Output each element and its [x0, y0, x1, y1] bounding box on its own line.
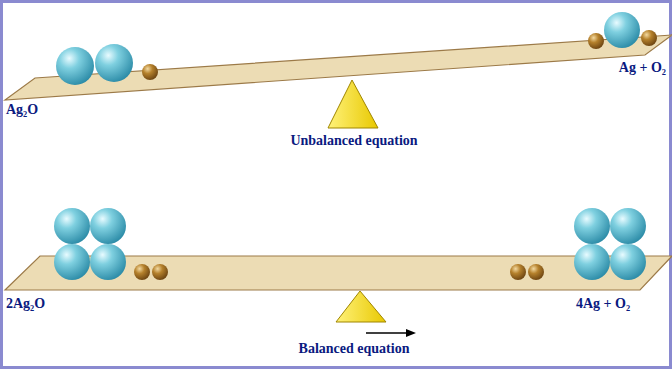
caption-label: Unbalanced equation — [290, 133, 417, 149]
formula-label: 4Ag + O₂ — [576, 296, 630, 312]
formula-label: Ag + O₂ — [619, 60, 666, 76]
formula-label: 2Ag₂O — [6, 296, 45, 312]
caption-label: Balanced equation — [299, 341, 410, 357]
formula-label: Ag₂O — [6, 102, 38, 118]
